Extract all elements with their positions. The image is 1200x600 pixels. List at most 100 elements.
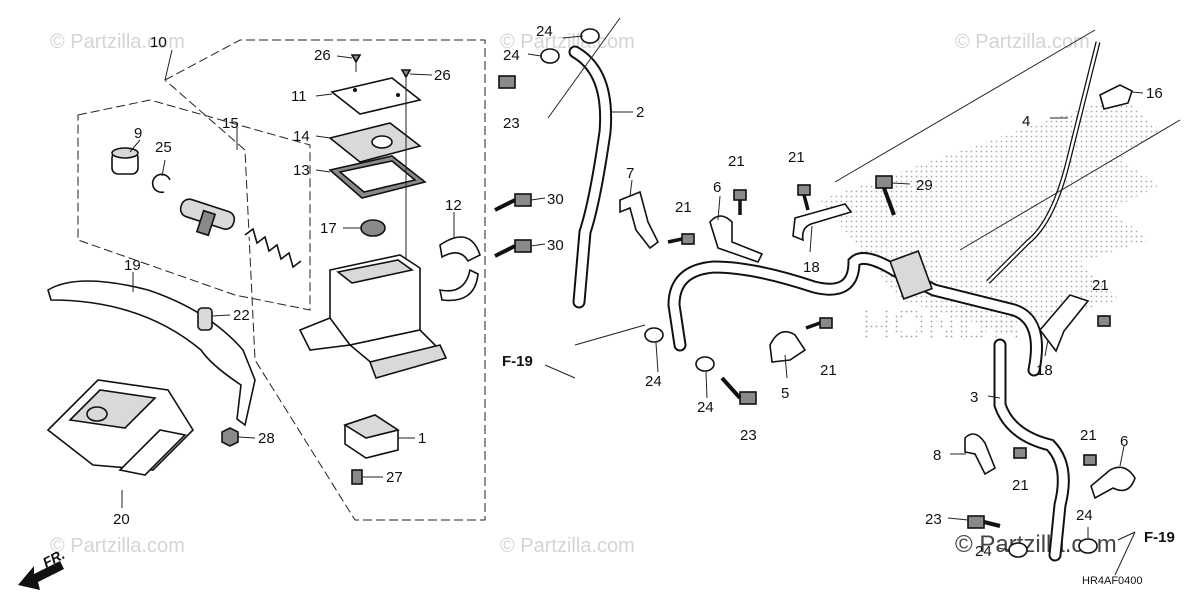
callout-12: 12 bbox=[445, 197, 462, 214]
callouts: 10 15 9 25 26 26 11 14 13 17 12 30 30 19… bbox=[113, 23, 1163, 560]
part-8-bracket bbox=[964, 433, 996, 476]
callout-28: 28 bbox=[258, 430, 275, 447]
callout-9: 9 bbox=[134, 125, 142, 142]
callout-24: 24 bbox=[975, 543, 992, 560]
callout-1: 1 bbox=[418, 430, 426, 447]
part-23-bolt bbox=[967, 515, 1001, 529]
part-21-bolt bbox=[1083, 454, 1097, 466]
part-7-bracket bbox=[619, 190, 660, 250]
part-17-boot bbox=[360, 219, 386, 237]
callout-23: 23 bbox=[925, 511, 942, 528]
brand-wing-logo: HONDA bbox=[820, 95, 1160, 350]
callout-26: 26 bbox=[314, 47, 331, 64]
callout-21: 21 bbox=[1080, 427, 1097, 444]
part-24-washer bbox=[644, 327, 664, 343]
reference-label: F-19 bbox=[1144, 529, 1175, 546]
part-21-bolt bbox=[733, 189, 747, 215]
callout-24: 24 bbox=[1076, 507, 1093, 524]
watermark: © Partzilla.com bbox=[500, 535, 635, 557]
part-6-clamp bbox=[1090, 466, 1136, 500]
callout-21: 21 bbox=[1012, 477, 1029, 494]
callout-16: 16 bbox=[1146, 85, 1163, 102]
part-26-screw bbox=[350, 54, 362, 72]
part-6-clamp bbox=[709, 215, 764, 263]
group-outline-piston-kit bbox=[77, 99, 311, 311]
part-25-circlip bbox=[151, 173, 171, 194]
leader-lines bbox=[121, 17, 1181, 576]
part-24-washer bbox=[1078, 538, 1098, 554]
part-21-bolt bbox=[667, 233, 695, 245]
master-cylinder-body bbox=[298, 254, 448, 379]
callout-24: 24 bbox=[536, 23, 553, 40]
callout-22: 22 bbox=[233, 307, 250, 324]
callout-21: 21 bbox=[820, 362, 837, 379]
callout-21: 21 bbox=[1092, 277, 1109, 294]
watermark: © Partzilla.com bbox=[50, 31, 185, 53]
diagram-code: HR4AF0400 bbox=[1082, 575, 1143, 587]
watermark: © Partzilla.com bbox=[955, 31, 1090, 53]
callout-19: 19 bbox=[124, 257, 141, 274]
callout-3: 3 bbox=[970, 389, 978, 406]
callout-4: 4 bbox=[1022, 113, 1030, 130]
callout-20: 20 bbox=[113, 511, 130, 528]
part-26-screw bbox=[400, 69, 412, 88]
piston bbox=[179, 198, 236, 237]
callout-7: 7 bbox=[626, 165, 634, 182]
part-28-nut bbox=[221, 427, 239, 447]
part-12-holder-clamp bbox=[438, 236, 481, 302]
callout-29: 29 bbox=[916, 177, 933, 194]
callout-30: 30 bbox=[547, 191, 564, 208]
part-1-brake-switch bbox=[343, 414, 400, 459]
part-21-bolt bbox=[1097, 315, 1111, 327]
part-21-bolt bbox=[797, 184, 811, 211]
callout-24: 24 bbox=[503, 47, 520, 64]
part-24-washer bbox=[580, 28, 600, 44]
part-29-bolt bbox=[875, 175, 896, 216]
callout-23: 23 bbox=[503, 115, 520, 132]
callout-26: 26 bbox=[434, 67, 451, 84]
brake-hose-joint bbox=[667, 250, 1043, 377]
callout-24: 24 bbox=[645, 373, 662, 390]
callout-13: 13 bbox=[293, 162, 310, 179]
part-23-bolt bbox=[498, 75, 516, 89]
callout-17: 17 bbox=[320, 220, 337, 237]
callout-21: 21 bbox=[788, 149, 805, 166]
part-24-washer bbox=[540, 48, 560, 64]
part-20-lever-cover bbox=[46, 379, 195, 476]
part-9-bushing bbox=[111, 147, 139, 175]
callout-24: 24 bbox=[697, 399, 714, 416]
part-24-washer bbox=[1008, 542, 1028, 558]
part-5-bracket bbox=[769, 330, 807, 363]
part-11-reservoir-cap bbox=[330, 77, 422, 115]
callout-14: 14 bbox=[293, 128, 310, 145]
front-direction-arrow: FR. bbox=[18, 546, 67, 590]
part-16-clip bbox=[1099, 84, 1133, 110]
part-27-screw bbox=[351, 469, 363, 485]
part-21-bolt bbox=[805, 317, 833, 330]
callout-27: 27 bbox=[386, 469, 403, 486]
group-outline-master-cylinder bbox=[164, 39, 486, 521]
callout-5: 5 bbox=[781, 385, 789, 402]
callout-6: 6 bbox=[1120, 433, 1128, 450]
part-18-clamp bbox=[1038, 294, 1090, 353]
callout-30: 30 bbox=[547, 237, 564, 254]
callout-10: 10 bbox=[150, 34, 167, 51]
callout-18: 18 bbox=[803, 259, 820, 276]
part-2-brake-hose bbox=[568, 45, 613, 309]
callout-21: 21 bbox=[675, 199, 692, 216]
callout-2: 2 bbox=[636, 104, 644, 121]
callout-23: 23 bbox=[740, 427, 757, 444]
watermark: © Partzilla.com bbox=[50, 535, 185, 557]
callout-11: 11 bbox=[291, 88, 307, 105]
part-18-clamp bbox=[792, 203, 853, 242]
part-3-brake-hose bbox=[993, 338, 1070, 562]
part-30-bolt bbox=[494, 193, 532, 212]
part-30-bolt bbox=[494, 239, 532, 258]
callout-8: 8 bbox=[933, 447, 941, 464]
callout-25: 25 bbox=[155, 139, 172, 156]
part-4-brake-pipe bbox=[986, 41, 1101, 284]
watermark: © Partzilla.com bbox=[500, 31, 635, 53]
callout-6: 6 bbox=[713, 179, 721, 196]
spring bbox=[244, 227, 302, 269]
